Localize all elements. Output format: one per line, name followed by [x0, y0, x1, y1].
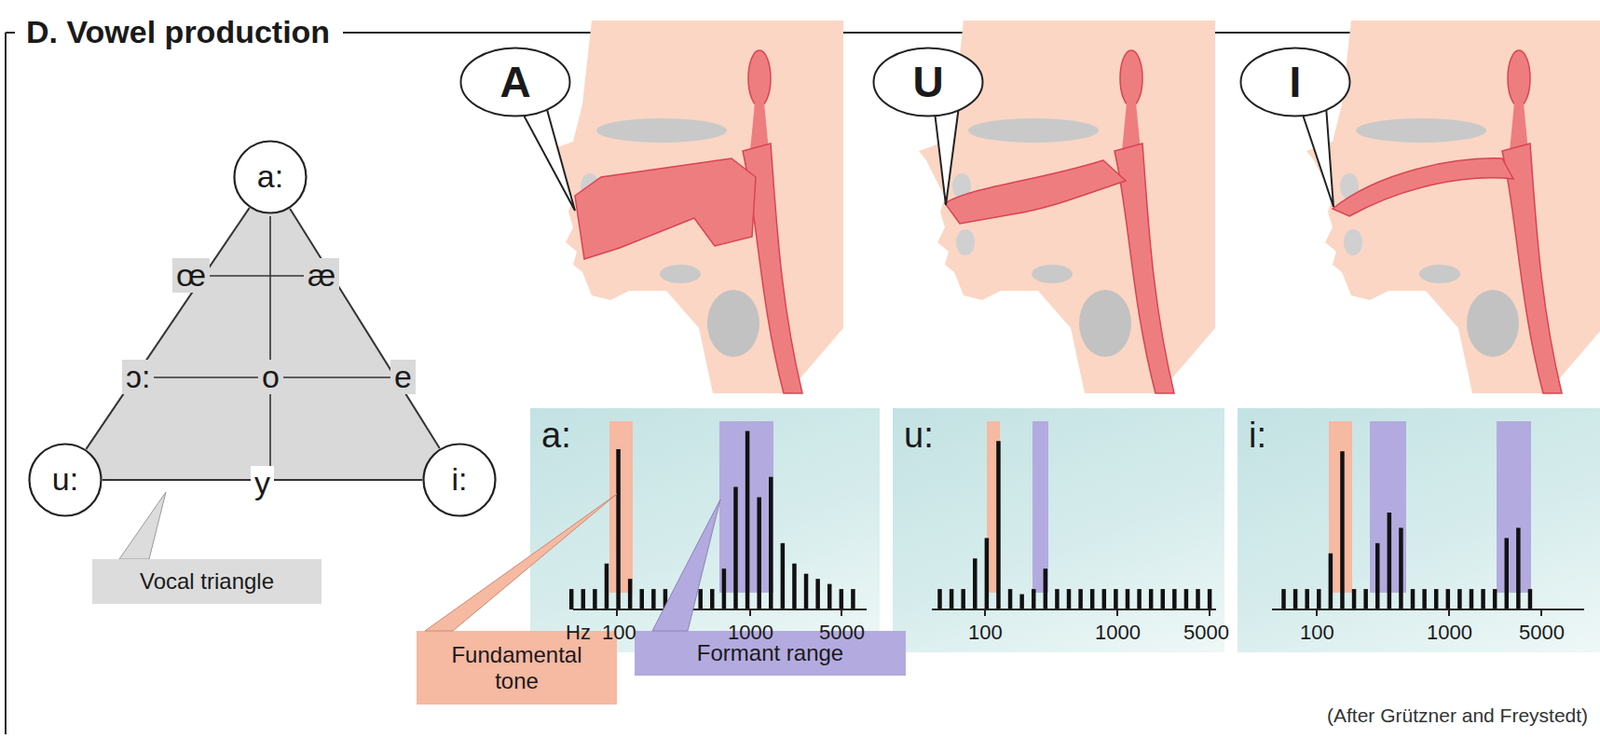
speech-bubble: U — [872, 46, 985, 118]
head-profile-a — [547, 20, 844, 394]
triangle-axis — [153, 376, 392, 379]
spectrum-label: a: — [541, 415, 572, 457]
frame-line — [5, 31, 15, 34]
vowel-label: o — [258, 359, 284, 395]
callout-box: Vocal triangle — [92, 559, 322, 604]
triangle-axis — [269, 216, 272, 471]
formant-band — [1496, 421, 1532, 593]
callout-wedge — [119, 492, 166, 560]
spectrum-panel: a: — [530, 408, 880, 653]
bubble-tail — [1301, 106, 1334, 207]
formant-band — [1369, 421, 1407, 593]
node-text: Fundamental tone — [428, 642, 606, 694]
speech-bubble: A — [459, 46, 572, 118]
vowel-label: æ — [303, 258, 340, 293]
callout-box: Formant range — [634, 630, 906, 676]
node-text: i: — [451, 461, 468, 498]
callout-box: Fundamental tone — [416, 630, 617, 705]
frequency-axis — [573, 609, 1585, 616]
leader-wedge — [652, 499, 721, 631]
node-text: Formant range — [697, 640, 844, 667]
triangle-side — [102, 479, 423, 481]
formant-band — [1032, 421, 1049, 593]
frame-line — [4, 32, 7, 735]
title: D. Vowel production — [18, 14, 338, 50]
spectrum-label: u: — [903, 415, 934, 457]
leader-wedge — [424, 493, 617, 631]
spectrum-panel: u: — [892, 408, 1225, 653]
caption: (After Grützner and Freystedt) — [1326, 704, 1588, 726]
vowel-label: ɔ: — [122, 359, 154, 395]
vowel-circle: a: — [232, 139, 308, 215]
triangle-side — [85, 207, 249, 450]
vowel-circle: i: — [422, 442, 497, 518]
bubble-tail — [934, 106, 959, 206]
bubble-tail — [521, 106, 575, 211]
vowel-label: e — [390, 359, 416, 395]
node-text: U — [912, 57, 944, 108]
vocal-triangle — [65, 177, 460, 480]
formant-band — [719, 421, 774, 593]
node-text: u: — [52, 461, 79, 498]
node-text: Vocal triangle — [139, 568, 274, 595]
node-text: A — [499, 57, 531, 108]
vowel-label: y — [250, 465, 274, 501]
node-text: I — [1289, 57, 1302, 108]
fundamental-band — [609, 421, 633, 593]
vowel-circle: u: — [27, 442, 103, 518]
head-profile-i — [1306, 20, 1600, 394]
fundamental-band — [1328, 421, 1353, 593]
node-text: a: — [257, 158, 284, 195]
vowel-label: œ — [172, 258, 210, 293]
triangle-side — [289, 208, 440, 449]
spectrum-panel: i: — [1237, 408, 1600, 653]
spectrum-label: i: — [1248, 415, 1267, 457]
fundamental-band — [986, 421, 1000, 593]
triangle-axis — [206, 274, 306, 277]
speech-bubble: I — [1239, 46, 1352, 118]
spectrum-bars — [571, 430, 1531, 610]
